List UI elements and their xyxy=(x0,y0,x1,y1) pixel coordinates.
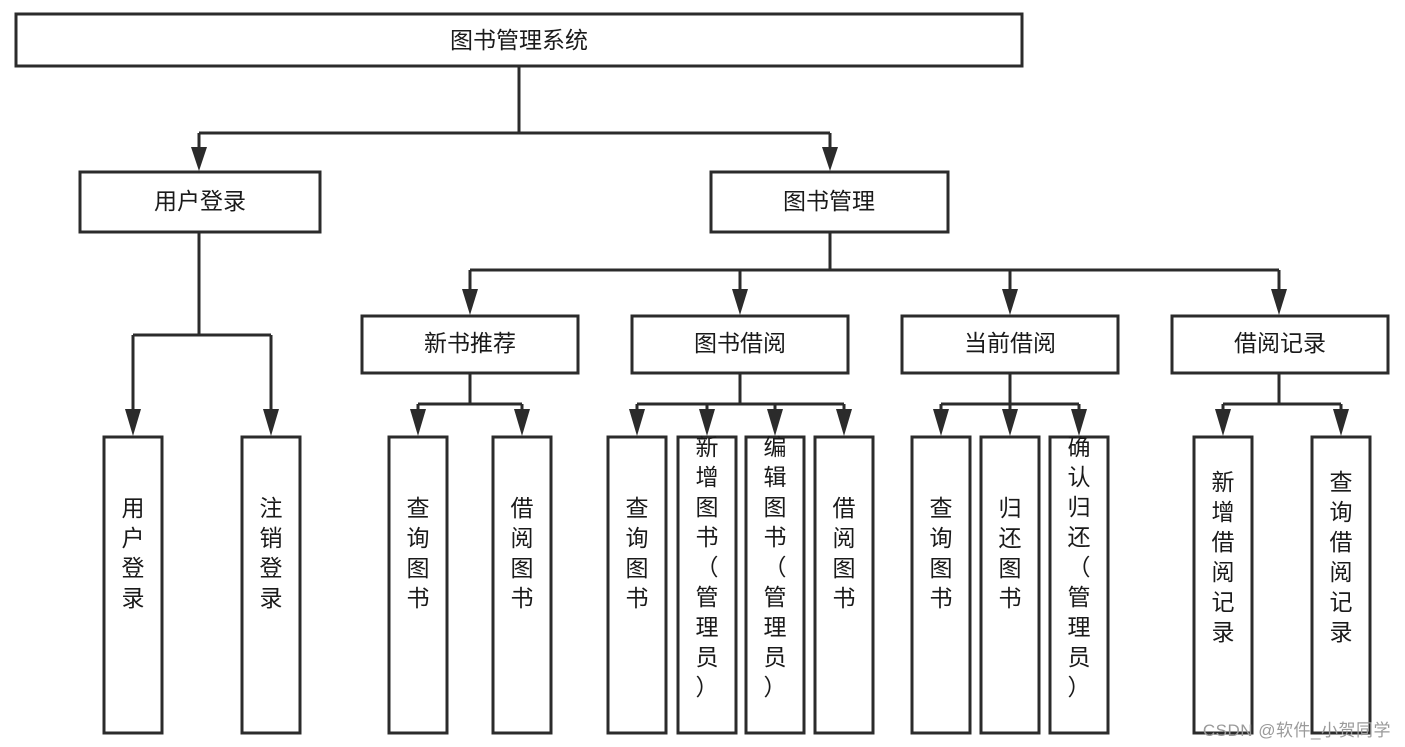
arrow-head-newbook xyxy=(462,289,478,315)
arrow-head-currentborrow-leaf-1 xyxy=(933,409,949,436)
arrow-head-bookborrow-leaf-2 xyxy=(699,409,715,436)
connector-layer xyxy=(125,66,1349,436)
leaf-cb-return-book-label: 归还图书 xyxy=(999,495,1022,611)
leaf-bb-add-book-admin[interactable]: 新增图书（管理员） xyxy=(676,434,738,735)
leaf-bb-edit-book-admin[interactable]: 编辑图书（管理员） xyxy=(744,434,806,735)
leaf-nbr-borrow-book-label: 借阅图书 xyxy=(511,495,534,611)
node-user-login[interactable]: 用户登录 xyxy=(78,170,322,234)
leaf-br-query-record-box[interactable] xyxy=(1310,435,1372,735)
arrow-head-userlogin xyxy=(191,147,207,171)
node-new-book-recommend[interactable]: 新书推荐 xyxy=(360,314,580,375)
leaf-nbr-borrow-book[interactable]: 借阅图书 xyxy=(491,435,553,735)
node-book-borrow-label: 图书借阅 xyxy=(694,330,786,356)
arrow-head-logout-leaf xyxy=(263,409,279,436)
node-current-borrow-box[interactable] xyxy=(900,314,1120,375)
leaf-bb-add-book-admin-label: 新增图书（管理员） xyxy=(696,434,719,700)
leaf-logout-label: 注销登录 xyxy=(260,495,283,611)
leaf-logout-box[interactable] xyxy=(240,435,302,735)
leaf-user-login-do-box[interactable] xyxy=(102,435,164,735)
node-book-management-label: 图书管理 xyxy=(783,188,875,214)
leaf-cb-query-book-box[interactable] xyxy=(910,435,972,735)
leaf-nbr-query-book[interactable]: 查询图书 xyxy=(387,435,449,735)
leaf-bb-borrow-book-box[interactable] xyxy=(813,435,875,735)
node-book-borrow-box[interactable] xyxy=(630,314,850,375)
leaf-br-add-record[interactable]: 新增借阅记录 xyxy=(1192,435,1254,735)
arrow-head-borrowrecord xyxy=(1271,289,1287,315)
node-book-borrow[interactable]: 图书借阅 xyxy=(630,314,850,375)
arrow-head-bookborrow-leaf-4 xyxy=(836,409,852,436)
arrow-head-newbook-leaf-2 xyxy=(514,409,530,436)
leaf-bb-query-book-box[interactable] xyxy=(606,435,668,735)
leaf-nbr-query-book-box[interactable] xyxy=(387,435,449,735)
node-user-login-box[interactable] xyxy=(78,170,322,234)
leaf-cb-confirm-return-admin[interactable]: 确认归还（管理员） xyxy=(1048,434,1110,735)
leaf-nbr-borrow-book-box[interactable] xyxy=(491,435,553,735)
arrow-head-borrowrecord-leaf-1 xyxy=(1215,409,1231,436)
leaf-bb-borrow-book-label: 借阅图书 xyxy=(833,495,856,611)
leaf-user-login-do[interactable]: 用户登录 xyxy=(102,435,164,735)
leaf-bb-edit-book-admin-label: 编辑图书（管理员） xyxy=(764,434,787,700)
arrow-head-bookmgmt xyxy=(822,147,838,171)
node-user-login-label: 用户登录 xyxy=(154,188,246,214)
leaf-cb-confirm-return-admin-label: 确认归还（管理员） xyxy=(1068,434,1091,700)
node-root-book-management-system[interactable]: 图书管理系统 xyxy=(14,12,1024,68)
leaf-bb-add-book-admin-box[interactable] xyxy=(676,435,738,735)
node-borrow-record-box[interactable] xyxy=(1170,314,1390,375)
leaf-logout[interactable]: 注销登录 xyxy=(240,435,302,735)
node-current-borrow[interactable]: 当前借阅 xyxy=(900,314,1120,375)
leaf-cb-return-book-box[interactable] xyxy=(979,435,1041,735)
leaf-cb-query-book-label: 查询图书 xyxy=(930,495,953,611)
leaf-bb-edit-book-admin-box[interactable] xyxy=(744,435,806,735)
leaf-bb-query-book-label: 查询图书 xyxy=(626,495,649,611)
leaf-br-query-record[interactable]: 查询借阅记录 xyxy=(1310,435,1372,735)
leaf-br-add-record-box[interactable] xyxy=(1192,435,1254,735)
node-root-label: 图书管理系统 xyxy=(450,27,588,53)
leaf-nbr-query-book-label: 查询图书 xyxy=(407,495,430,611)
arrow-head-currentborrow xyxy=(1002,289,1018,315)
node-book-management[interactable]: 图书管理 xyxy=(709,170,950,234)
leaf-br-add-record-label: 新增借阅记录 xyxy=(1212,469,1235,645)
arrow-head-currentborrow-leaf-3 xyxy=(1071,409,1087,436)
node-borrow-record[interactable]: 借阅记录 xyxy=(1170,314,1390,375)
arrow-head-user-login-leaf xyxy=(125,409,141,436)
leaf-cb-query-book[interactable]: 查询图书 xyxy=(910,435,972,735)
node-borrow-record-label: 借阅记录 xyxy=(1234,330,1326,356)
node-root-box[interactable] xyxy=(14,12,1024,68)
leaf-bb-borrow-book[interactable]: 借阅图书 xyxy=(813,435,875,735)
leaf-cb-return-book[interactable]: 归还图书 xyxy=(979,435,1041,735)
leaf-user-login-do-label: 用户登录 xyxy=(122,495,145,611)
node-current-borrow-label: 当前借阅 xyxy=(964,330,1056,356)
leaf-br-query-record-label: 查询借阅记录 xyxy=(1330,469,1353,645)
arrow-head-borrowrecord-leaf-2 xyxy=(1333,409,1349,436)
leaf-cb-confirm-return-admin-box[interactable] xyxy=(1048,435,1110,735)
arrow-head-bookborrow-leaf-3 xyxy=(767,409,783,436)
node-new-book-recommend-box[interactable] xyxy=(360,314,580,375)
leaf-bb-query-book[interactable]: 查询图书 xyxy=(606,435,668,735)
arrow-head-bookborrow-leaf-1 xyxy=(629,409,645,436)
arrow-head-bookborrow xyxy=(732,289,748,315)
node-new-book-recommend-label: 新书推荐 xyxy=(424,330,516,356)
node-book-management-box[interactable] xyxy=(709,170,950,234)
arrow-head-newbook-leaf-1 xyxy=(410,409,426,436)
arrow-head-currentborrow-leaf-2 xyxy=(1002,409,1018,436)
